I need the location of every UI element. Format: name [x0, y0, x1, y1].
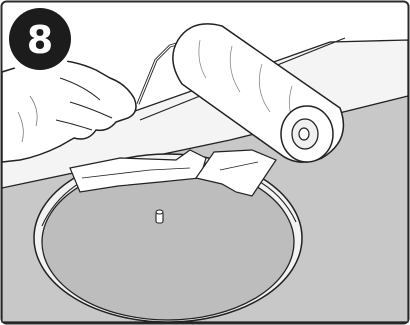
- drain-stub-icon: [156, 210, 163, 223]
- step-number: 8: [27, 18, 53, 62]
